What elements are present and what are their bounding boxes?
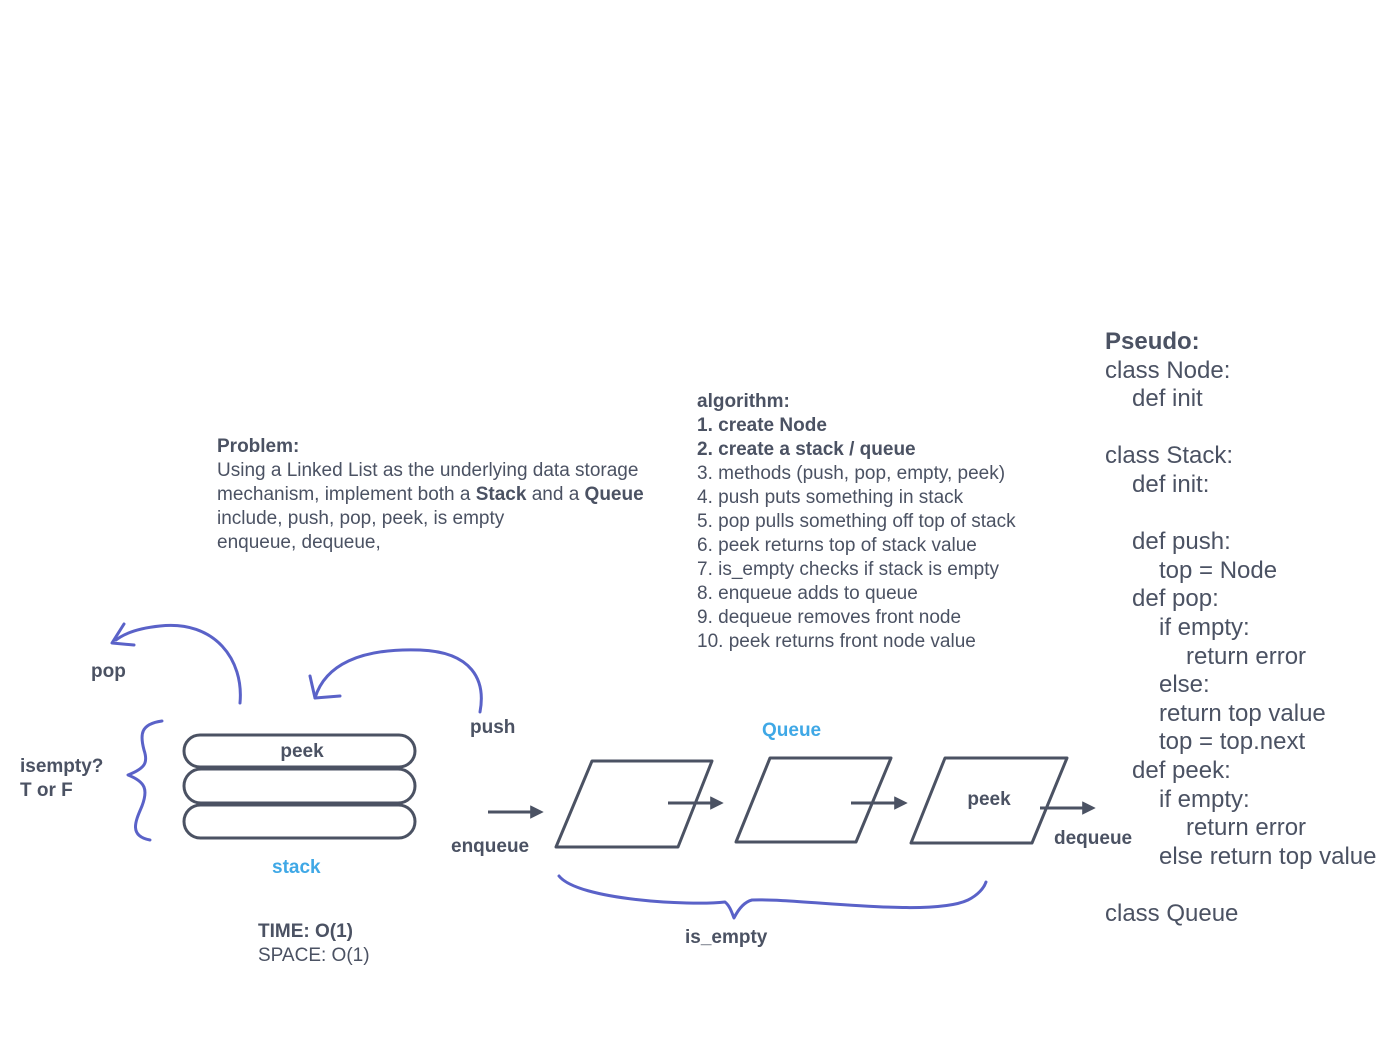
- push-arrow: [313, 648, 483, 714]
- pop-arrowhead: [110, 622, 136, 647]
- pseudo-line: else:: [1159, 671, 1210, 699]
- pseudo-line: class Queue: [1105, 899, 1239, 927]
- pseudo-line: def push:: [1132, 528, 1231, 556]
- pop-arrow: [114, 623, 242, 705]
- is-empty-brace: [557, 874, 988, 920]
- algorithm-step: 10. peek returns front node value: [697, 631, 976, 652]
- pseudo-line: def pop:: [1132, 585, 1219, 613]
- pseudo-line: else return top value: [1159, 842, 1377, 870]
- pseudo-line: return error: [1186, 642, 1307, 670]
- algorithm-step: 4. push puts something in stack: [697, 487, 964, 508]
- pseudo-line: top = top.next: [1159, 728, 1306, 756]
- algorithm-text: algorithm: 1. create Node 2. create a st…: [697, 390, 1016, 654]
- algorithm-step: 1. create Node: [697, 415, 827, 436]
- is-empty-label: is_empty: [685, 927, 768, 948]
- pseudo-line: class Stack:: [1105, 442, 1234, 470]
- algorithm-heading: algorithm:: [697, 391, 790, 412]
- problem-line-2-part-c: and a: [526, 484, 585, 505]
- algorithm-step: 8. enqueue adds to queue: [697, 583, 918, 604]
- queue-node-1: [554, 759, 714, 849]
- pseudo-line: def init: [1132, 385, 1203, 413]
- push-label: push: [470, 717, 516, 738]
- space-complexity: SPACE: O(1): [258, 945, 370, 966]
- stack-node-top: [182, 733, 417, 769]
- pseudo-line: if empty:: [1159, 785, 1250, 813]
- dequeue-label: dequeue: [1054, 828, 1133, 849]
- pseudo-line: return top value: [1159, 699, 1326, 727]
- problem-text: Problem: Using a Linked List as the unde…: [217, 435, 644, 555]
- problem-line-2: mechanism, implement both a Stack and a …: [217, 483, 644, 507]
- algorithm-step: 7. is_empty checks if stack is empty: [697, 559, 999, 580]
- pseudo-line: def init:: [1132, 470, 1210, 498]
- pseudo-line: return error: [1186, 814, 1307, 842]
- algorithm-step: 2. create a stack / queue: [697, 439, 916, 460]
- push-arrowhead: [308, 674, 342, 700]
- stack-node-bottom: [182, 803, 417, 840]
- problem-line-4: enqueue, dequeue,: [217, 532, 381, 553]
- stack-title: stack: [272, 857, 321, 878]
- algorithm-step: 5. pop pulls something off top of stack: [697, 511, 1016, 532]
- stack-node-middle: [182, 767, 417, 805]
- problem-queue-word: Queue: [584, 484, 644, 505]
- pop-label: pop: [91, 661, 126, 682]
- stack-peek-label: peek: [280, 741, 324, 762]
- pseudo-line: class Node:: [1105, 356, 1231, 384]
- pseudo-line: if empty:: [1159, 613, 1250, 641]
- isempty-label: isempty?: [20, 756, 104, 777]
- pseudo-code: Pseudo: class Node: def init class Stack…: [1105, 328, 1376, 928]
- queue-node-2: [734, 756, 893, 844]
- queue-node-3: [909, 756, 1069, 845]
- pseudo-heading: Pseudo:: [1105, 328, 1200, 355]
- time-complexity: TIME: O(1): [258, 921, 353, 942]
- pseudo-line: top = Node: [1159, 556, 1278, 584]
- problem-heading: Problem:: [217, 436, 300, 457]
- algorithm-step: 3. methods (push, pop, empty, peek): [697, 463, 1006, 484]
- pseudo-line: def peek:: [1132, 756, 1231, 784]
- enqueue-label: enqueue: [451, 836, 530, 857]
- algorithm-step: 9. dequeue removes front node: [697, 607, 962, 628]
- algorithm-step: 6. peek returns top of stack value: [697, 535, 977, 556]
- problem-stack-word: Stack: [475, 484, 527, 505]
- queue-title: Queue: [762, 720, 822, 741]
- true-false-label: T or F: [20, 780, 73, 801]
- queue-peek-label: peek: [967, 789, 1011, 810]
- problem-line-1: Using a Linked List as the underlying da…: [217, 460, 639, 481]
- isempty-brace: [126, 719, 164, 842]
- problem-line-3: include, push, pop, peek, is empty: [217, 508, 505, 529]
- problem-line-2-part-a: mechanism, implement both a: [217, 484, 476, 505]
- stack-shape: [182, 733, 417, 840]
